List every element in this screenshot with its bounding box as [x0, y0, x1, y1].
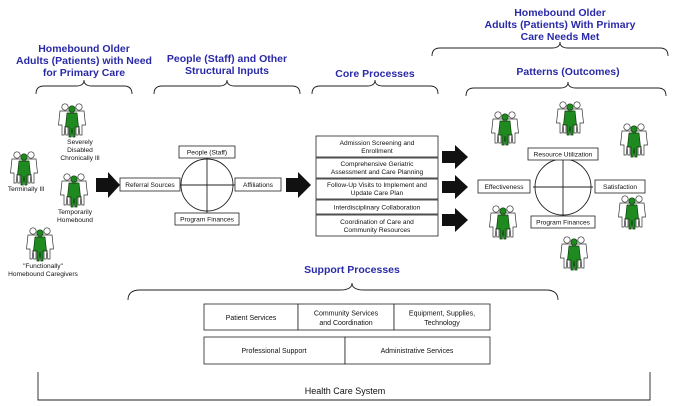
people-icon-outcome	[561, 237, 588, 270]
label-line: Temporarily	[58, 209, 93, 216]
label-homebound-caregivers: "Functionally" Homebound Caregivers	[8, 263, 78, 278]
header-line: Structural Inputs	[185, 65, 269, 77]
support-label: Technology	[424, 320, 460, 327]
label-resource-utilization: Resource Utilization	[534, 152, 593, 159]
header-needs-met: Homebound Older Adults (Patients) With P…	[484, 7, 635, 43]
people-icon-homebound-caregivers	[27, 228, 54, 261]
arrow-patients-to-inputs	[96, 172, 120, 198]
people-icon-severely-disabled	[59, 104, 86, 137]
core-process-line: Admission Screening and	[340, 140, 415, 147]
health-care-system-label: Health Care System	[305, 386, 386, 396]
core-process-item	[315, 178, 439, 200]
people-icon-outcome	[621, 124, 648, 157]
support-row-2: Professional Support Administrative Serv…	[203, 336, 491, 365]
header-structural-inputs: People (Staff) and Other Structural Inpu…	[167, 53, 287, 77]
box-program-finances-outcome	[530, 215, 596, 229]
core-process-list: Admission Screening and Enrollment Compr…	[315, 135, 439, 237]
core-process-item	[315, 135, 439, 158]
support-box-community-services	[297, 303, 395, 331]
support-label: and Coordination	[319, 320, 372, 327]
label-terminally-ill: Terminally Ill	[8, 186, 45, 193]
brace-needs-met	[431, 41, 669, 57]
arrow-core-to-outcomes-top	[442, 145, 468, 169]
header-need-primary-care: Homebound Older Adults (Patients) with N…	[16, 43, 152, 79]
box-effectiveness	[477, 179, 531, 194]
support-label: Patient Services	[226, 315, 277, 322]
brace-support	[127, 282, 559, 301]
arrow-inputs-to-core	[286, 172, 311, 198]
brace-need	[35, 79, 133, 95]
header-line: People (Staff) and Other	[167, 53, 287, 65]
brace-inputs	[153, 79, 301, 95]
support-label: Administrative Services	[381, 348, 454, 355]
core-process-line: Comprehensive Geriatric	[341, 161, 415, 168]
label-program-finances-input: Program Finances	[180, 217, 235, 224]
box-affiliations	[234, 177, 282, 192]
header-line: Care Needs Met	[521, 31, 600, 43]
support-box-equipment	[393, 303, 491, 331]
label-line: Homebound	[57, 217, 93, 224]
box-program-finances-input	[174, 212, 240, 226]
label-severely-disabled: Severely Disabled Chronically Ill	[60, 139, 100, 162]
core-process-item	[315, 214, 439, 237]
support-label: Professional Support	[242, 348, 307, 355]
arrow-core-to-outcomes-middle	[442, 175, 468, 199]
label-affiliations: Affiliations	[243, 182, 274, 189]
people-icon-temporarily-homebound	[61, 174, 88, 207]
header-line: Homebound Older	[38, 43, 130, 55]
box-people-staff	[178, 145, 236, 159]
support-box-administrative-services	[344, 336, 491, 365]
people-icon-terminally-ill	[11, 152, 38, 185]
core-process-item	[315, 199, 439, 215]
brace-patterns	[465, 81, 667, 97]
support-row-1: Patient Services Community Services and …	[203, 303, 491, 331]
box-satisfaction	[594, 179, 646, 194]
people-icon-outcome	[490, 206, 517, 239]
label-line: "Functionally"	[23, 263, 64, 270]
label-program-finances-outcome: Program Finances	[536, 220, 591, 227]
core-process-line: Coordination of Care and	[340, 219, 414, 226]
people-icon-outcome	[619, 196, 646, 229]
header-line: Adults (Patients) With Primary	[484, 19, 635, 31]
outcomes-cluster: Resource Utilization Effectiveness Satis…	[477, 147, 646, 229]
box-resource-utilization	[527, 147, 599, 161]
support-label: Community Services	[314, 311, 379, 318]
core-process-line: Interdisciplinary Collaboration	[334, 205, 421, 212]
label-effectiveness: Effectiveness	[484, 184, 524, 191]
brace-core	[311, 79, 439, 95]
header-patterns-outcomes: Patterns (Outcomes)	[516, 66, 619, 78]
core-process-line: Community Resources	[344, 227, 411, 234]
label-satisfaction: Satisfaction	[603, 184, 637, 191]
box-referral-sources	[119, 177, 181, 192]
support-box-professional-support	[203, 336, 346, 365]
header-support-processes: Support Processes	[304, 264, 400, 276]
support-label: Equipment, Supplies,	[409, 311, 475, 318]
header-line: Adults (Patients) with Need	[16, 55, 152, 67]
inputs-cluster: People (Staff) Referral Sources Affiliat…	[119, 145, 282, 226]
label-line: Disabled	[67, 147, 93, 154]
core-process-line: Enrollment	[361, 148, 393, 155]
core-process-line: Assessment and Care Planning	[331, 169, 424, 176]
label-line: Homebound Caregivers	[8, 271, 78, 278]
label-people-staff: People (Staff)	[187, 150, 227, 157]
arrow-core-to-outcomes-bottom	[442, 208, 468, 232]
header-line: for Primary Care	[43, 67, 125, 79]
header-line: Homebound Older	[514, 7, 606, 19]
health-care-system-bracket	[37, 372, 651, 401]
core-process-item	[315, 157, 439, 179]
core-process-line: Update Care Plan	[351, 190, 404, 197]
people-icon-outcome	[492, 112, 519, 145]
label-referral-sources: Referral Sources	[125, 182, 175, 189]
people-icon-outcome	[557, 102, 584, 135]
label-line: Severely	[67, 139, 93, 146]
label-temporarily-homebound: Temporarily Homebound	[57, 209, 93, 224]
header-core-processes: Core Processes	[335, 68, 415, 80]
core-process-line: Follow-Up Visits to Implement and	[327, 182, 427, 189]
label-line: Chronically Ill	[60, 155, 100, 162]
